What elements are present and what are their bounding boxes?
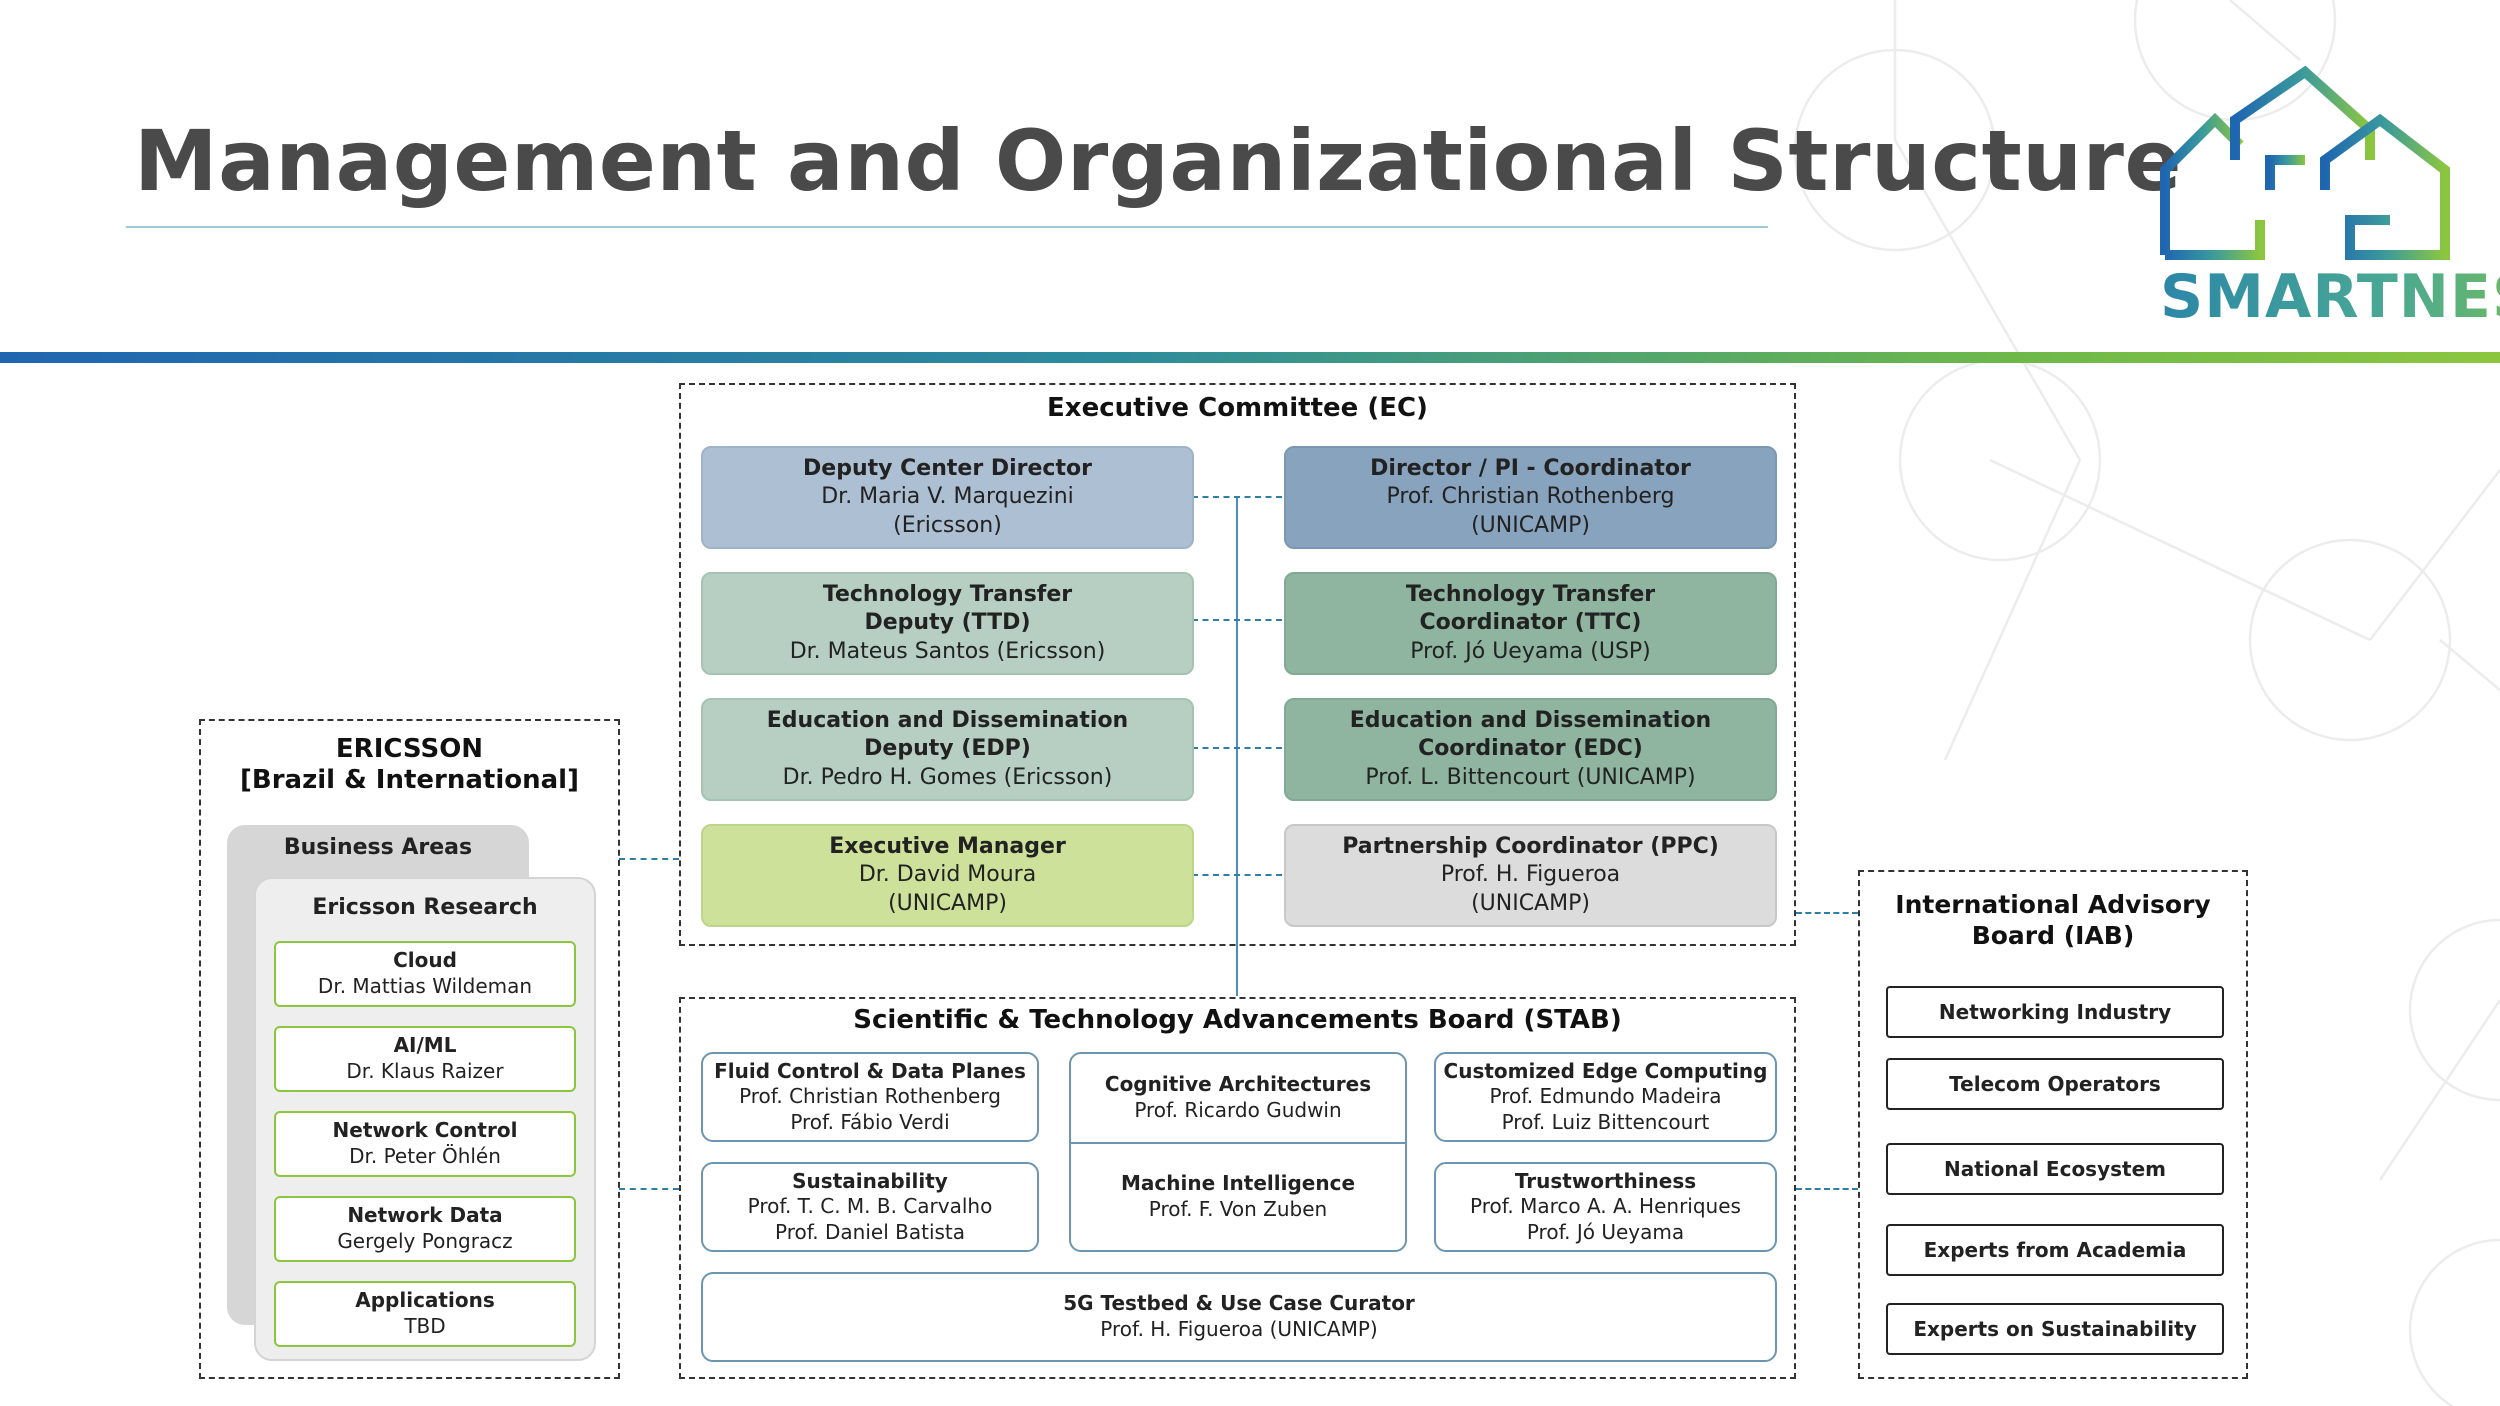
research-applications: Applications TBD xyxy=(274,1281,576,1347)
connector-line xyxy=(1192,619,1282,621)
iab-telecom-operators: Telecom Operators xyxy=(1886,1058,2224,1110)
ec-director-pi: Director / PI - Coordinator Prof. Christ… xyxy=(1284,446,1777,549)
research-network-control: Network Control Dr. Peter Öhlén xyxy=(274,1111,576,1177)
ec-iab-connector xyxy=(1796,912,1858,914)
stab-sustainability: Sustainability Prof. T. C. M. B. Carvalh… xyxy=(701,1162,1039,1252)
research-ai-ml: AI/ML Dr. Klaus Raizer xyxy=(274,1026,576,1092)
iab-title: International Advisory xyxy=(1895,890,2211,919)
houses-logo-icon xyxy=(2160,65,2450,260)
stab-center-divider xyxy=(1071,1142,1405,1144)
logo-wordmark: SMARTNESS xyxy=(2160,262,2500,332)
ec-title: Executive Committee (EC) xyxy=(1047,393,1428,423)
international-advisory-board: International Advisory Board (IAB) Netwo… xyxy=(1858,870,2248,1379)
stab-fluid-control: Fluid Control & Data Planes Prof. Christ… xyxy=(701,1052,1039,1142)
ec-tech-transfer-coordinator: Technology Transfer Coordinator (TTC) Pr… xyxy=(1284,572,1777,675)
stab-machine-intelligence: Machine Intelligence Prof. F. Von Zuben xyxy=(1120,1171,1356,1221)
ec-education-coordinator: Education and Dissemination Coordinator … xyxy=(1284,698,1777,801)
connector-line xyxy=(1192,496,1282,498)
connector-line xyxy=(1192,874,1282,876)
research-network-data: Network Data Gergely Pongracz xyxy=(274,1196,576,1262)
page-title: Management and Organizational Structure xyxy=(134,112,2182,210)
ec-partnership-coordinator: Partnership Coordinator (PPC) Prof. H. F… xyxy=(1284,824,1777,927)
iab-national-ecosystem: National Ecosystem xyxy=(1886,1143,2224,1195)
stab-title: Scientific & Technology Advancements Boa… xyxy=(853,1005,1622,1035)
ericsson-ec-connector xyxy=(619,858,679,860)
iab-experts-academia: Experts from Academia xyxy=(1886,1224,2224,1276)
iab-experts-sustainability: Experts on Sustainability xyxy=(1886,1303,2224,1355)
stab-5g-testbed: 5G Testbed & Use Case Curator Prof. H. F… xyxy=(701,1272,1777,1362)
ericsson-subtitle: [Brazil & International] xyxy=(240,765,579,795)
ec-tech-transfer-deputy: Technology Transfer Deputy (TTD) Dr. Mat… xyxy=(701,572,1194,675)
ec-deputy-center-director: Deputy Center Director Dr. Maria V. Marq… xyxy=(701,446,1194,549)
iab-networking-industry: Networking Industry xyxy=(1886,986,2224,1038)
title-underline xyxy=(126,226,1768,228)
iab-subtitle: Board (IAB) xyxy=(1971,921,2135,950)
ericsson-research-card: Ericsson Research Cloud Dr. Mattias Wild… xyxy=(254,877,596,1361)
ec-stab-connector xyxy=(1236,496,1238,996)
ec-executive-manager: Executive Manager Dr. David Moura (UNICA… xyxy=(701,824,1194,927)
stab-board: Scientific & Technology Advancements Boa… xyxy=(679,997,1796,1379)
stab-trustworthiness: Trustworthiness Prof. Marco A. A. Henriq… xyxy=(1434,1162,1777,1252)
ericsson-research-label: Ericsson Research xyxy=(312,895,538,920)
ericsson-group: ERICSSON [Brazil & International] Busine… xyxy=(199,719,620,1379)
stab-iab-connector xyxy=(1796,1188,1858,1190)
color-band xyxy=(0,352,2500,363)
ec-education-deputy: Education and Dissemination Deputy (EDP)… xyxy=(701,698,1194,801)
stab-cognitive-architectures: Cognitive Architectures Prof. Ricardo Gu… xyxy=(1104,1072,1372,1122)
stab-edge-computing: Customized Edge Computing Prof. Edmundo … xyxy=(1434,1052,1777,1142)
business-areas-label: Business Areas xyxy=(283,835,473,860)
research-cloud: Cloud Dr. Mattias Wildeman xyxy=(274,941,576,1007)
ericsson-title: ERICSSON xyxy=(335,734,484,764)
connector-line xyxy=(1192,747,1282,749)
ericsson-stab-connector xyxy=(619,1188,679,1190)
stab-center-column: Cognitive Architectures Prof. Ricardo Gu… xyxy=(1069,1052,1407,1252)
executive-committee: Executive Committee (EC) Deputy Center D… xyxy=(679,383,1796,946)
